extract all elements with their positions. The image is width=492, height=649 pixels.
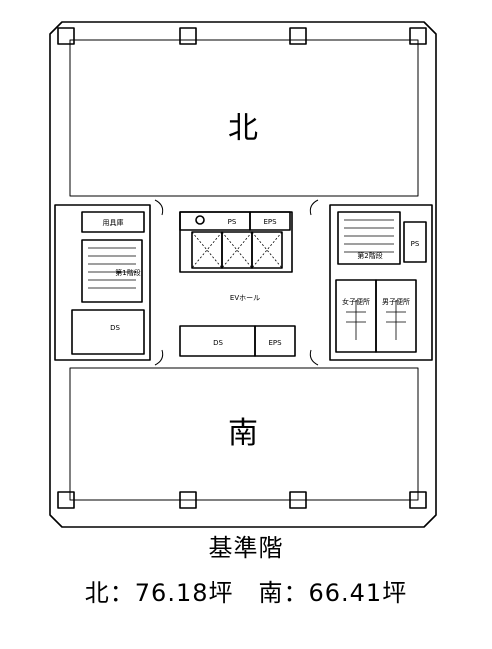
round-column	[195, 215, 205, 225]
stair-right-treads	[344, 219, 394, 253]
south-office-inner-wall	[69, 367, 419, 501]
eps-bottom-label: EPS	[268, 339, 282, 347]
ps-top-label: PS	[228, 218, 237, 226]
outer-wall	[49, 21, 437, 528]
south-office-label: 南	[228, 416, 258, 451]
stair-left-treads	[88, 247, 136, 289]
toilet-fixtures	[346, 300, 406, 340]
core-outline	[54, 204, 151, 361]
ps-shaft-top	[179, 211, 251, 231]
floor-plan: 北 南 EVホール PS EPS DS EPS DS 用具庫 第1階段 第2階段…	[49, 21, 437, 528]
north-office-label: 北	[228, 111, 258, 146]
ladies-toilet-label: 女子便所	[342, 297, 370, 306]
column	[57, 27, 75, 45]
storage-room	[81, 211, 145, 233]
door	[309, 199, 319, 216]
floor-title: 基準階	[208, 534, 284, 562]
elevator-2	[221, 231, 253, 269]
door	[154, 199, 164, 216]
elevator-3	[251, 231, 283, 269]
ps-right-label: PS	[411, 240, 420, 248]
eps-shaft-bottom	[254, 325, 296, 357]
mens-toilet	[375, 279, 417, 353]
eps-top-label: EPS	[263, 218, 277, 226]
elevator-cross	[191, 231, 283, 269]
column	[289, 491, 307, 509]
core-outline-right	[329, 204, 433, 361]
ev-hall-label: EVホール	[230, 294, 260, 302]
ds-bottom-label: DS	[213, 339, 223, 347]
elevator-block	[179, 211, 293, 273]
door	[154, 349, 164, 366]
door	[309, 349, 319, 366]
column	[409, 27, 427, 45]
stair-right-label: 第2階段	[357, 251, 382, 260]
column	[57, 491, 75, 509]
stair-left	[81, 239, 143, 303]
column	[179, 27, 197, 45]
stair-right	[337, 211, 401, 265]
ps-right	[403, 221, 427, 263]
storage-label: 用具庫	[103, 218, 124, 227]
column	[289, 27, 307, 45]
ds-left	[71, 309, 145, 355]
area-summary: 北：76.18坪 南：66.41坪	[84, 579, 408, 607]
column	[409, 491, 427, 509]
ds-left-label: DS	[110, 324, 120, 332]
stair-left-label: 第1階段	[115, 268, 140, 277]
mens-toilet-label: 男子便所	[382, 297, 410, 306]
north-office-inner-wall	[69, 39, 419, 197]
elevator-1	[191, 231, 223, 269]
column	[179, 491, 197, 509]
